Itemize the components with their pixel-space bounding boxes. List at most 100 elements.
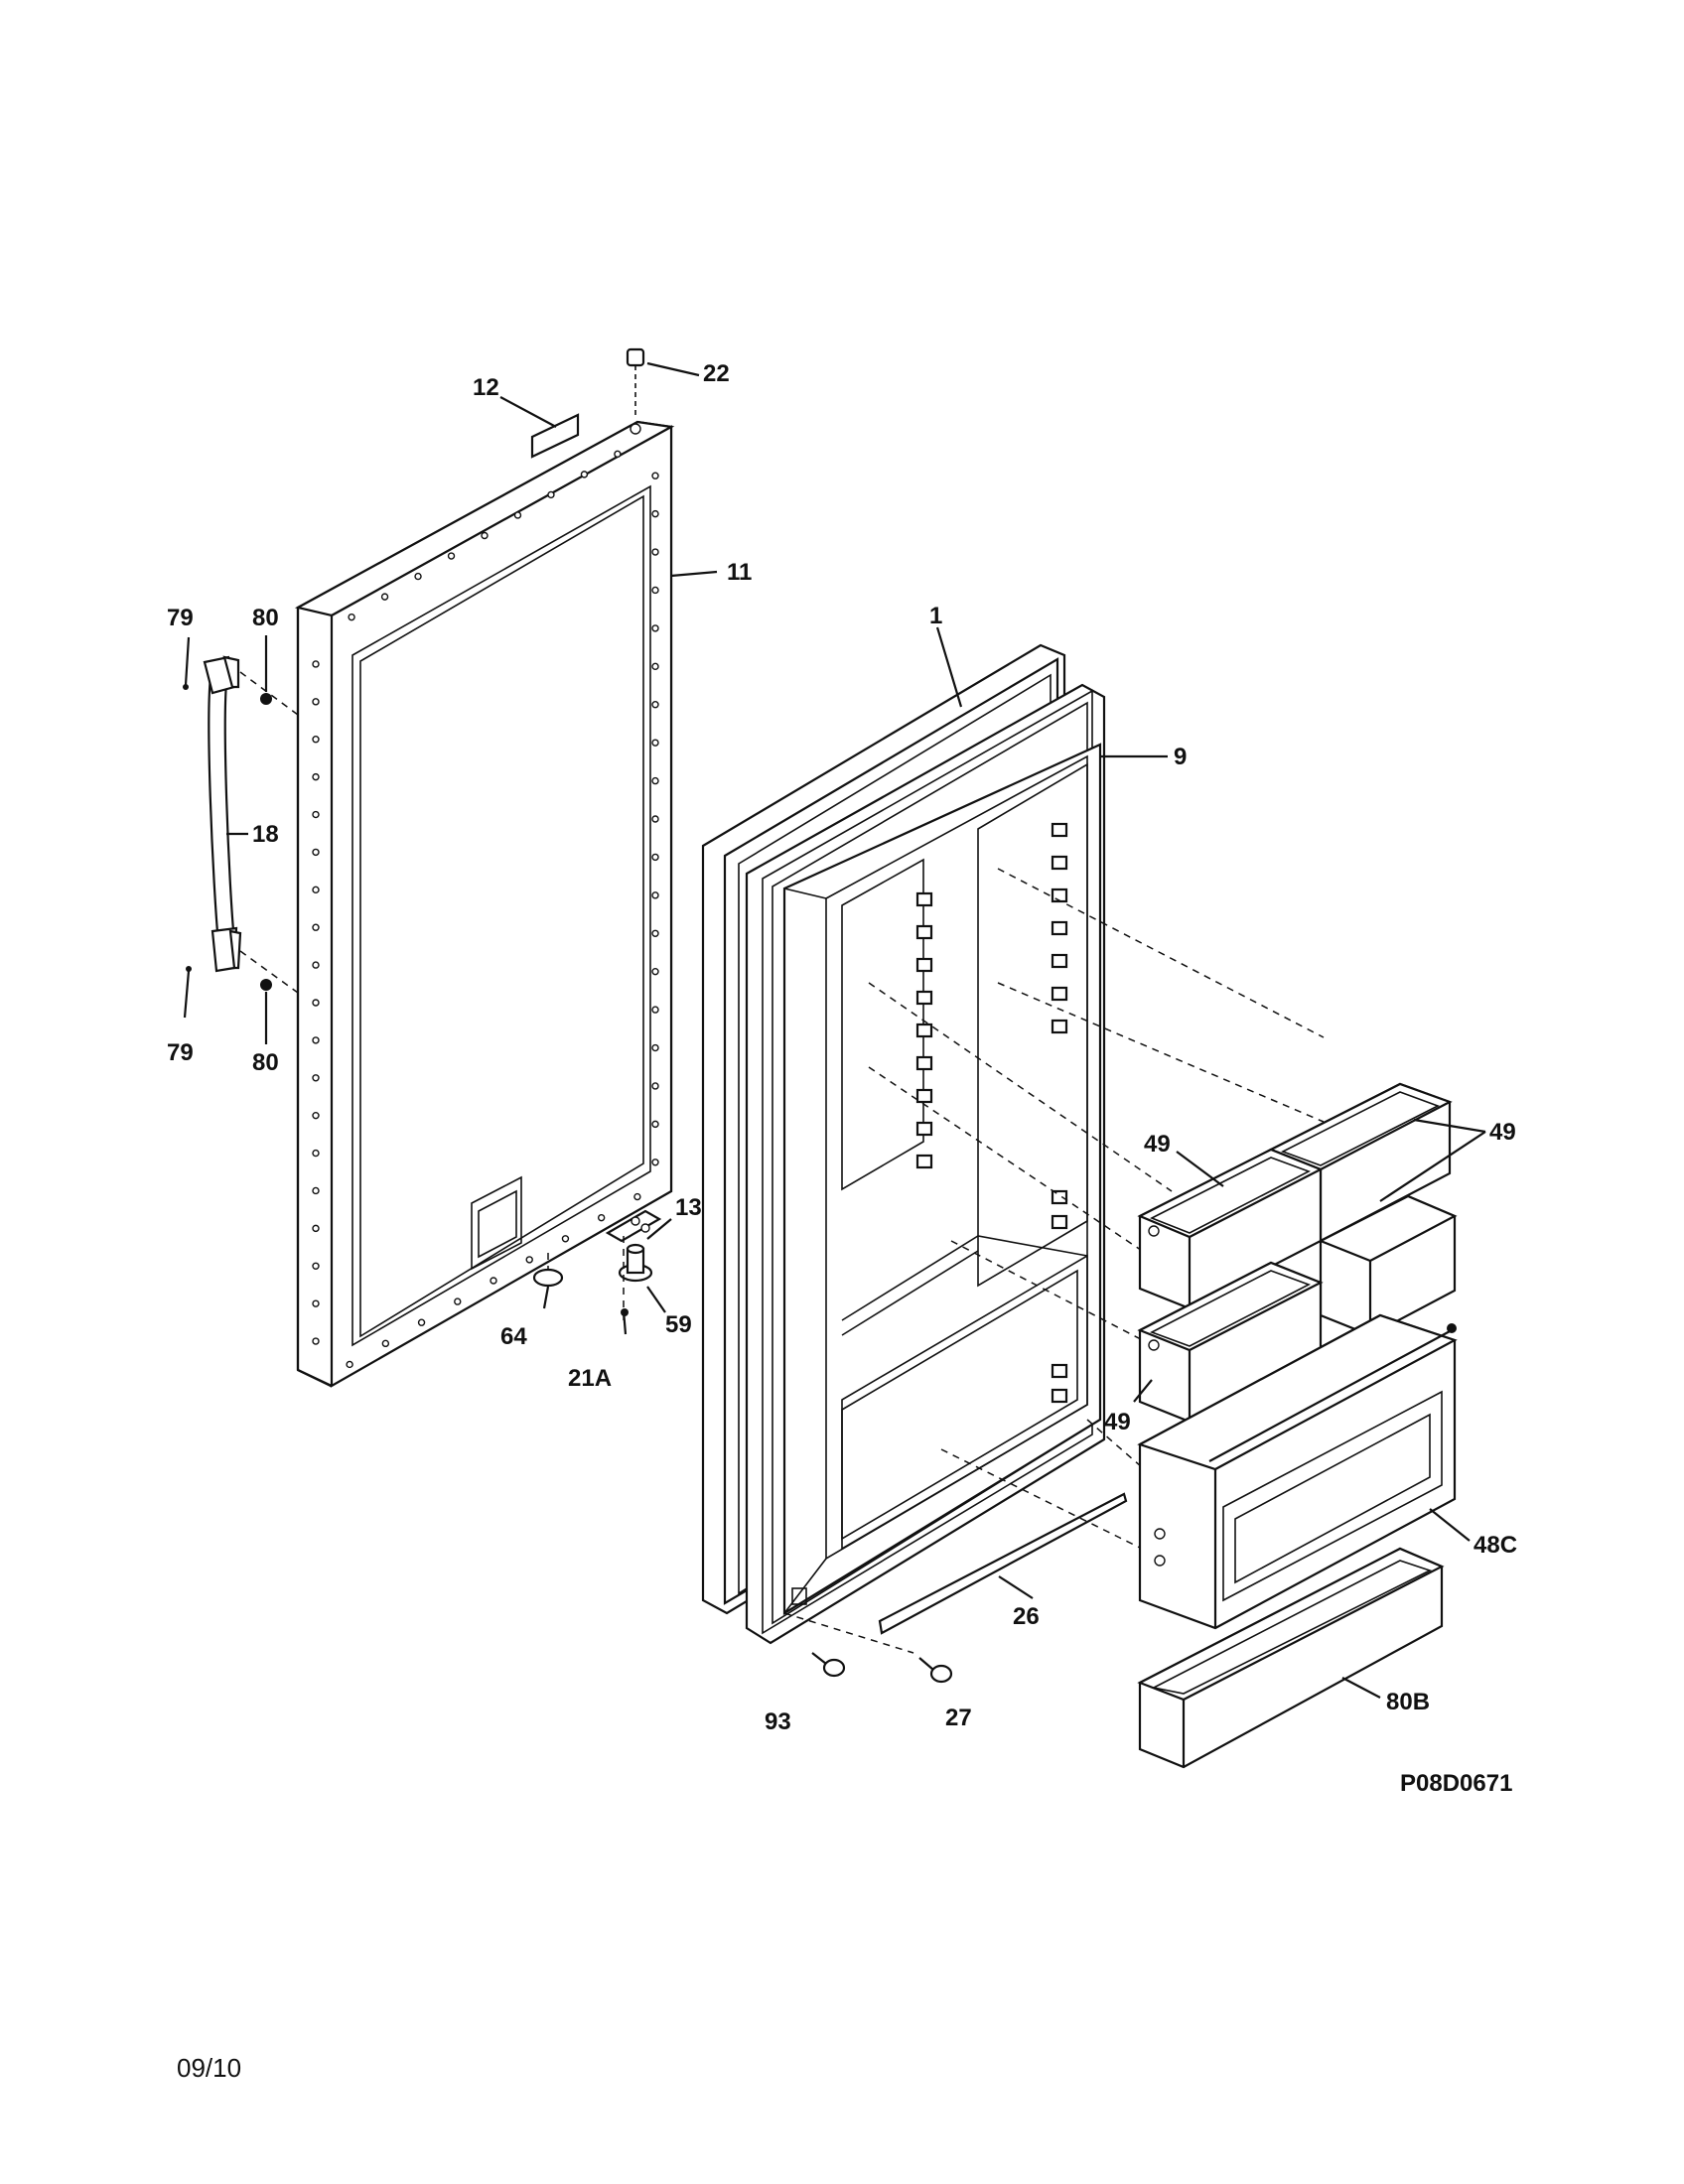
callout-49-low: 49 xyxy=(1104,1409,1131,1435)
callout-80-top: 80 xyxy=(252,605,279,631)
outer-door-panel xyxy=(294,420,675,1388)
callout-93: 93 xyxy=(765,1708,791,1735)
screw-hole xyxy=(312,999,320,1007)
hinge-screw xyxy=(621,1236,629,1335)
label-plate xyxy=(530,413,580,459)
nut-80-bottom xyxy=(260,979,272,1044)
screw-hole xyxy=(651,815,659,823)
shelf-clip xyxy=(1051,855,1068,871)
plug-93 xyxy=(811,1652,846,1678)
hinge-bushing xyxy=(618,1243,653,1283)
large-door-bin xyxy=(1137,1313,1458,1630)
callout-12: 12 xyxy=(473,374,499,401)
shelf-clip xyxy=(915,891,933,907)
hinge-bracket xyxy=(605,1209,662,1243)
diagram-code: P08D0671 xyxy=(1400,1770,1512,1797)
screw-hole xyxy=(651,548,659,556)
shelf-clip xyxy=(1051,920,1068,936)
callout-22: 22 xyxy=(703,360,730,387)
shelf-clip xyxy=(915,1055,933,1071)
callout-79-bottom: 79 xyxy=(167,1039,194,1066)
screw-hole xyxy=(547,490,555,499)
screw-hole xyxy=(312,736,320,744)
shelf-clip xyxy=(915,1023,933,1038)
screw-hole xyxy=(312,1074,320,1082)
screw-hole xyxy=(651,1120,659,1129)
door-liner xyxy=(782,743,1102,1615)
callout-labels: 12 22 11 79 80 18 79 80 1 9 13 59 64 21A… xyxy=(167,360,1517,2083)
screw-hole xyxy=(312,1337,320,1345)
screw-hole xyxy=(312,1262,320,1270)
screw-hole xyxy=(312,886,320,894)
callout-80b: 80B xyxy=(1386,1689,1430,1715)
screw-hole xyxy=(561,1235,570,1243)
plug-27 xyxy=(918,1657,953,1684)
screw-hole xyxy=(651,509,659,518)
door-bar xyxy=(878,1492,1128,1635)
screw-hole xyxy=(651,1043,659,1052)
screw-hole xyxy=(580,471,589,478)
callout-1: 1 xyxy=(929,603,942,629)
bottom-door-bin xyxy=(1137,1547,1445,1769)
shelf-clip xyxy=(1051,822,1068,838)
bin-mid-left xyxy=(1137,1148,1324,1310)
shelf-clip xyxy=(1051,986,1068,1002)
screw-hole xyxy=(312,1036,320,1044)
screw-hole xyxy=(312,1224,320,1233)
shelf-clip xyxy=(915,1154,933,1169)
screw-79-top xyxy=(183,636,191,690)
top-plug xyxy=(626,347,645,435)
shelf-clip xyxy=(1051,1189,1068,1205)
callout-49-mid: 49 xyxy=(1144,1131,1171,1158)
door-screw-holes xyxy=(312,450,659,1369)
callout-11: 11 xyxy=(727,559,752,586)
screw-hole xyxy=(481,531,489,540)
callout-80-bottom: 80 xyxy=(252,1049,279,1076)
callout-18: 18 xyxy=(252,821,279,848)
assembly-lines xyxy=(783,868,1325,1654)
shelf-clip xyxy=(915,1088,933,1104)
leader-lines xyxy=(226,361,1486,1699)
screw-hole xyxy=(651,853,659,862)
screw-hole xyxy=(414,572,422,581)
shelf-clip xyxy=(1051,887,1068,903)
callout-21a: 21A xyxy=(568,1365,612,1392)
callout-9: 9 xyxy=(1174,744,1187,770)
callout-13: 13 xyxy=(675,1194,702,1221)
callout-79-top: 79 xyxy=(167,605,194,631)
screw-hole xyxy=(525,1256,533,1264)
screw-hole xyxy=(312,1149,320,1158)
screw-hole xyxy=(312,1111,320,1120)
screw-hole xyxy=(312,1299,320,1307)
screw-hole xyxy=(651,1082,659,1090)
screw-hole xyxy=(381,1339,390,1348)
screw-hole xyxy=(312,660,320,668)
screw-hole xyxy=(346,1360,353,1369)
callout-64: 64 xyxy=(500,1323,527,1350)
screw-hole xyxy=(312,698,320,706)
screw-hole xyxy=(651,776,659,785)
shelf-clip xyxy=(1051,1363,1068,1379)
screw-hole xyxy=(380,593,389,601)
screw-hole xyxy=(348,613,355,621)
nut-80-top xyxy=(260,635,272,705)
screw-hole xyxy=(490,1277,497,1285)
screw-hole xyxy=(597,1213,606,1222)
shelf-clip xyxy=(915,924,933,940)
shelf-clip xyxy=(1051,1214,1068,1230)
screw-hole xyxy=(651,967,659,976)
screw-hole xyxy=(651,586,659,595)
screw-hole xyxy=(651,472,659,479)
screw-hole xyxy=(651,929,659,937)
screw-hole xyxy=(312,810,320,819)
screw-hole xyxy=(651,701,659,709)
screw-hole xyxy=(651,891,659,899)
screw-79-bottom xyxy=(183,966,192,1019)
screw-hole xyxy=(651,739,659,747)
hinge-washer xyxy=(532,1253,564,1288)
revision-date: 09/10 xyxy=(177,2053,241,2083)
screw-hole xyxy=(651,1159,659,1166)
shelf-clip xyxy=(915,990,933,1006)
callout-49-top-right: 49 xyxy=(1489,1119,1516,1146)
